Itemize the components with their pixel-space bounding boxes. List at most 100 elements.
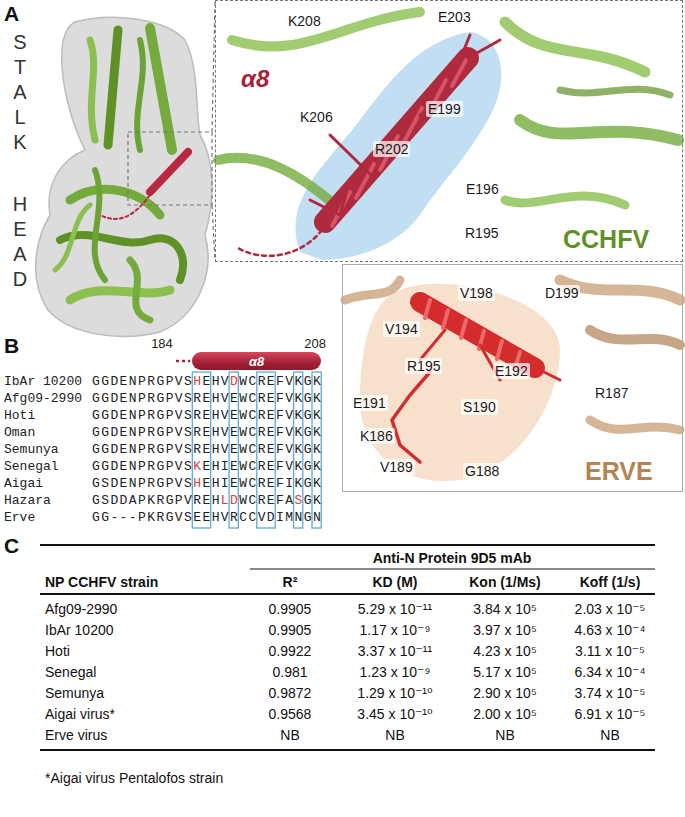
table-cell: 2.03 x 10⁻⁵ [575,601,646,617]
table-rule [250,569,655,570]
residue-letter: D [110,442,119,457]
table-cell: 6.91 x 10⁻⁵ [575,706,646,722]
residue-letter: N [129,425,138,440]
residue-letter: D [110,459,119,474]
column-box [229,372,238,528]
residue-letter: F [276,442,285,457]
residue-letter: H [212,391,221,406]
residue-letter: W [239,442,248,457]
residue-letter: C [248,391,257,406]
residue-letter: D [110,391,119,406]
residue-letter: E [120,459,129,474]
table-cell: Aigai virus* [45,706,115,722]
residue-letter: E [267,425,276,440]
residue-letter: E [230,442,239,457]
residue-letter: S [101,493,110,508]
residue-letter: R [258,374,267,389]
residue-letter: V [285,442,294,457]
residue-letter: G [166,510,175,525]
residue-letter: G [101,510,110,525]
table-cell: 0.9922 [269,643,312,659]
residue-letter: I [221,459,230,474]
residue-letter: C [248,459,257,474]
residue-letter: K [313,442,322,457]
residue-letter: G [92,493,101,508]
zoom-leader [128,1,215,261]
protein-ribbon [95,170,105,280]
residue-letter: G [156,374,165,389]
residue-label: R195 [405,358,442,374]
residue-letter: D [120,493,129,508]
residue-label: D199 [543,285,580,301]
residue-letter: K [294,374,303,389]
residue-letter: P [175,493,184,508]
residue-letter: - [110,510,119,525]
residue-letter: E [230,391,239,406]
strain-name: Oman [4,425,35,440]
residue-letter: I [285,476,294,491]
residue-letter: C [239,510,248,525]
footnote: *Aigai virus Pentalofos strain [45,770,223,786]
residue-letter: G [166,493,175,508]
residue-letter: G [101,425,110,440]
residue-letter: G [304,442,313,457]
residue-letter: R [147,476,156,491]
table-cell: Senegal [45,664,96,680]
table-cell: 0.9905 [269,622,312,638]
residue-letter: K [193,459,202,474]
residue-letter: E [267,476,276,491]
strain-name: Erve [4,510,35,525]
helix-label: α8 [249,354,264,369]
residue-letter: G [156,408,165,423]
residue-label: R195 [463,225,500,241]
residue-letter: M [285,510,294,525]
residue-letter: C [248,408,257,423]
residue-letter: S [184,425,193,440]
residue-letter: D [230,493,239,508]
table-header: Kon (1/Ms) [469,574,541,590]
residue-letter: E [202,459,211,474]
residue-label: S190 [461,399,498,415]
residue-letter: E [267,442,276,457]
residue-letter: S [184,442,193,457]
strain-name: Hazara [4,493,51,508]
residue-letter: K [294,391,303,406]
table-cell: 2.00 x 10⁵ [473,706,536,722]
residue-letter: V [285,408,294,423]
table-cell: 3.45 x 10⁻¹⁰ [357,706,432,722]
table-rule [40,545,655,750]
residue-letter: P [138,425,147,440]
residue-letter: G [92,391,101,406]
residue-letter: I [276,510,285,525]
residue-letter: R [147,459,156,474]
column-box [312,372,321,528]
table-cell: 4.23 x 10⁵ [473,643,536,659]
residue-letter: S [184,408,193,423]
protein-ribbon [108,30,118,145]
residue-letter: V [285,391,294,406]
residue-letter: P [166,442,175,457]
residue-letter: S [294,493,303,508]
residue-letter: E [230,476,239,491]
sequence: GGDENPRGPVSKEHIEWCREFVKGK [92,459,322,474]
panel-letter: C [4,534,19,558]
residue-letter: D [110,374,119,389]
residue-letter: W [239,391,248,406]
table-cell: 5.29 x 10⁻¹¹ [358,601,432,617]
virus-label: CCHFV [561,225,651,254]
sequence: GGDENPRGPVSREHVEWCREFVKGK [92,391,322,406]
strain-name: Semunya [4,442,59,457]
cchfv-zoom-art [520,120,678,140]
residue-letter: K [294,408,303,423]
residue-letter: V [175,425,184,440]
residue-label: V198 [458,285,495,301]
protein-surface [36,17,212,336]
residue-letter: V [175,510,184,525]
residue-label: E196 [464,181,501,197]
residue-letter: N [129,391,138,406]
table-cell: 3.84 x 10⁵ [473,601,536,617]
residue-letter: D [110,425,119,440]
residue-letter: C [248,493,257,508]
residue-letter: P [138,442,147,457]
residue-letter: F [276,459,285,474]
